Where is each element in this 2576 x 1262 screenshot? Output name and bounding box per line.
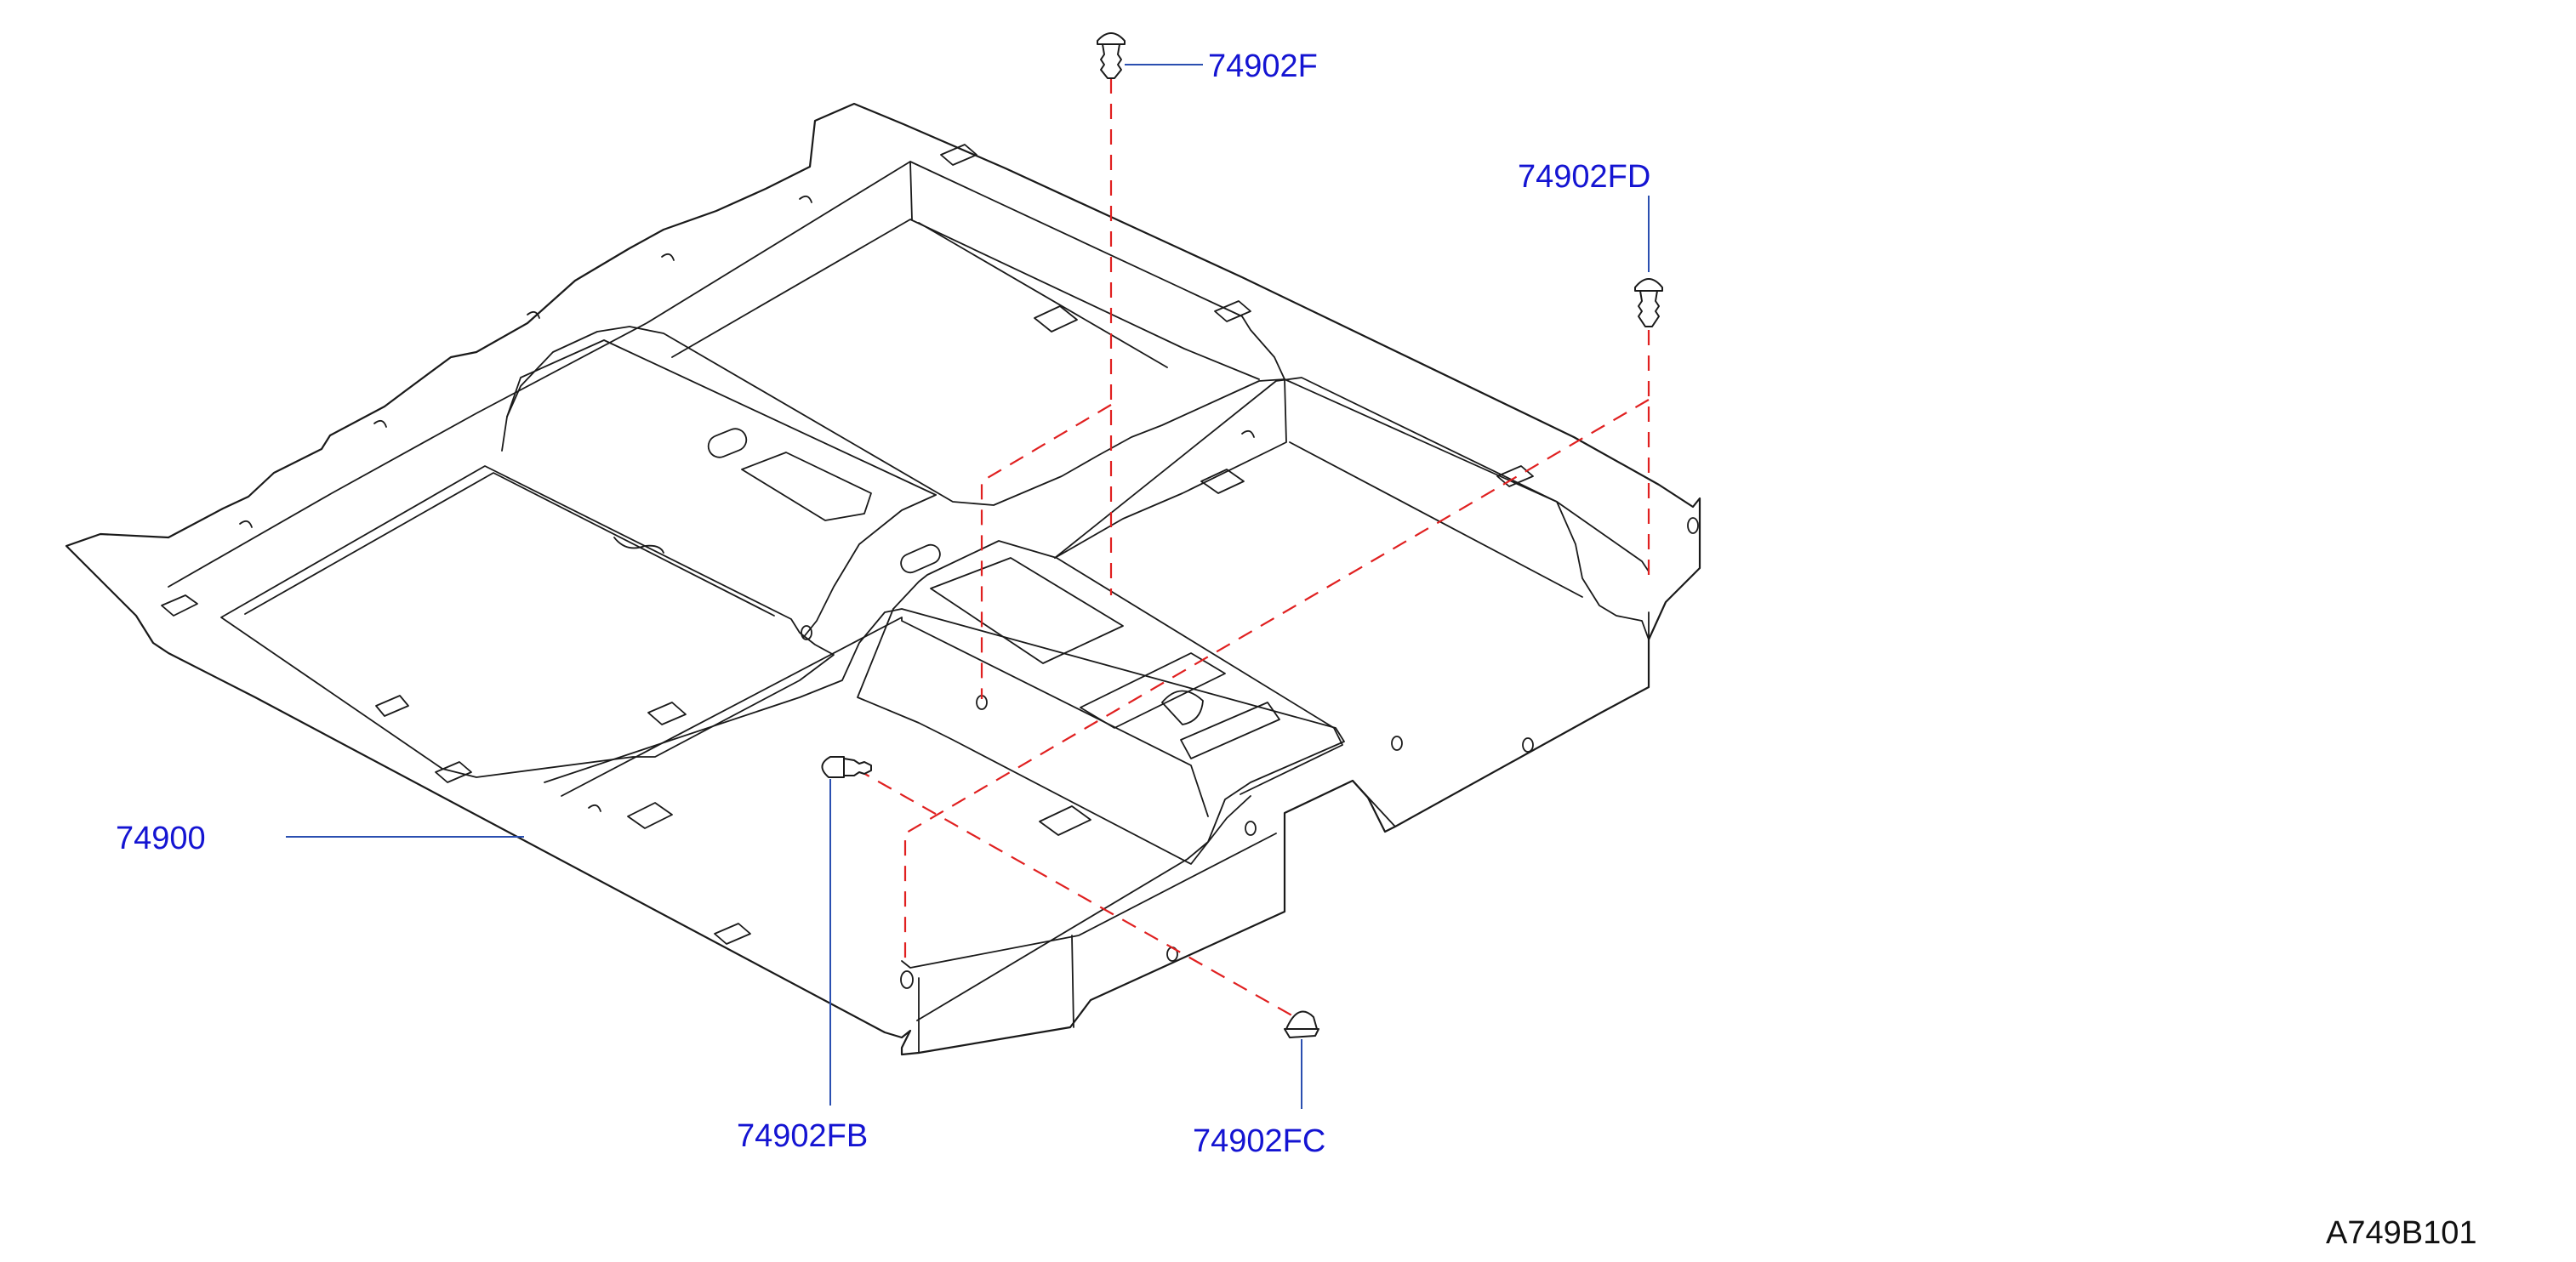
console-front [857, 608, 1251, 865]
label-74902f: 74902F [1208, 48, 1318, 84]
carpet-inner-edge [168, 161, 1650, 588]
console-pads [613, 452, 1280, 759]
label-74902fc: 74902FC [1193, 1123, 1325, 1159]
clip-74902fc [1284, 1010, 1319, 1038]
rear-step-side [1071, 935, 1074, 1028]
label-74902fb: 74902FB [737, 1118, 868, 1154]
front-left-well-floor [918, 222, 1168, 368]
floor-carpet [65, 102, 1701, 1056]
diagram-code: A749B101 [2326, 1215, 2477, 1251]
right-cutout [1352, 780, 1396, 827]
tunnel-ridge [506, 339, 937, 496]
clip-74902fb [821, 756, 872, 778]
front-right-well [1054, 377, 1650, 640]
rear-left-well [220, 465, 835, 778]
console-plate [892, 540, 1343, 795]
dashed-guides [855, 78, 1650, 1018]
carpet-outline [65, 102, 1701, 1056]
clip-74902fd [1634, 278, 1663, 327]
rear-right-well-inner [561, 617, 1209, 817]
carpet-holes [239, 195, 1699, 989]
center-tunnel [501, 326, 1285, 506]
rear-step [901, 833, 1277, 969]
front-left-well [671, 219, 1260, 380]
front-right-well-floor [1289, 441, 1583, 598]
rear-left-well-inner [244, 472, 775, 617]
label-74902fd: 74902FD [1518, 159, 1650, 195]
rear-right-well [544, 608, 1345, 1021]
clip-74902f [1097, 32, 1126, 79]
leader-lines [286, 64, 1650, 1109]
tunnel-side [802, 494, 937, 639]
label-74900: 74900 [116, 821, 206, 856]
front-left-well-side [909, 161, 913, 220]
carpet-tabs [161, 144, 1534, 945]
